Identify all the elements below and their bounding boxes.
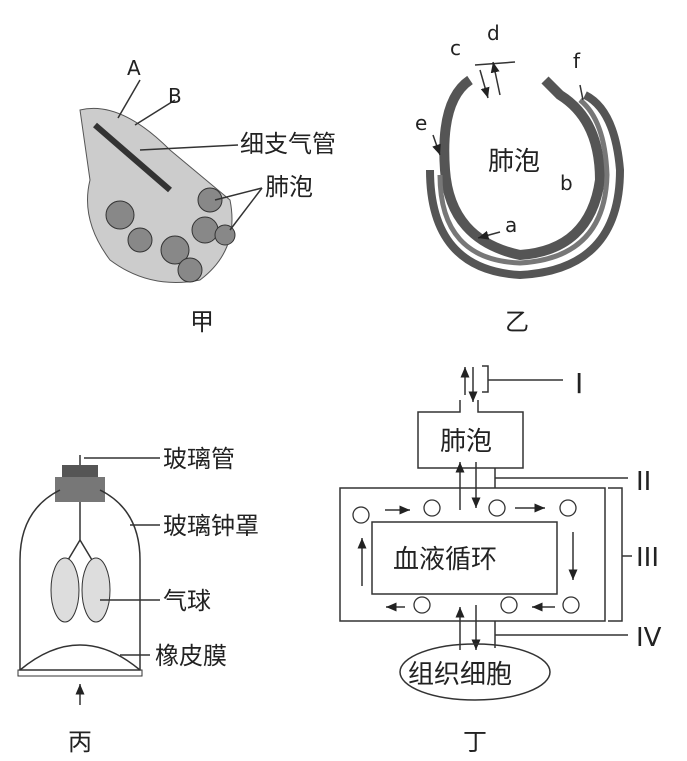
label-i: I	[575, 367, 583, 400]
label-c: c	[450, 36, 461, 60]
panel-bing: 玻璃管 玻璃钟罩 气球 橡皮膜 丙	[17, 445, 259, 756]
capillary-inner	[437, 98, 610, 266]
label-f: f	[573, 49, 581, 73]
label-e: e	[415, 111, 427, 135]
rubber-stopper	[55, 477, 105, 502]
label-b: b	[560, 171, 573, 195]
tissue-cells-ellipse	[399, 643, 551, 701]
alveolus-wall	[439, 75, 606, 261]
caption-yi: 乙	[505, 308, 529, 336]
label-a: a	[505, 213, 517, 237]
label-alveolus: 肺泡	[440, 427, 492, 457]
label-membrane: 橡皮膜	[155, 642, 227, 670]
label-alveoli: 肺泡	[265, 173, 313, 201]
lung-lobule	[79, 107, 233, 283]
label-a: A	[127, 56, 141, 80]
label-balloon: 气球	[163, 587, 211, 615]
outer-box	[339, 487, 606, 622]
label-bell: 玻璃钟罩	[163, 512, 259, 540]
circulation-box	[371, 521, 558, 595]
balloon-left	[50, 557, 80, 623]
label-alveolus: 肺泡	[488, 147, 540, 177]
blood-cells	[352, 499, 580, 614]
label-b: B	[168, 84, 182, 108]
rubber-membrane	[19, 644, 141, 671]
bronchiole-tube	[93, 122, 172, 193]
panel-yi: c d e f b a 肺泡 乙	[415, 21, 625, 336]
label-bronchiole: 细支气管	[240, 130, 336, 158]
label-ii: II	[636, 467, 651, 497]
label-iv: IV	[636, 623, 662, 653]
caption-jia: 甲	[190, 308, 214, 336]
balloon-right	[81, 557, 111, 623]
alveoli-cluster	[105, 187, 236, 283]
label-d: d	[487, 21, 500, 45]
label-tube: 玻璃管	[163, 445, 235, 473]
panel-jia: A B 细支气管 肺泡 甲	[79, 56, 336, 336]
alveolus-box	[417, 400, 524, 469]
caption-ding: 丁	[463, 728, 487, 756]
label-circulation: 血液循环	[393, 545, 497, 575]
stopper-top	[62, 465, 98, 477]
panel-ding: 肺泡 血液循环 组织细胞 I II III IV 丁	[339, 365, 662, 756]
label-iii: III	[636, 543, 659, 573]
label-tissue: 组织细胞	[408, 660, 512, 690]
capillary-outer	[426, 91, 625, 280]
caption-bing: 丙	[68, 728, 92, 756]
